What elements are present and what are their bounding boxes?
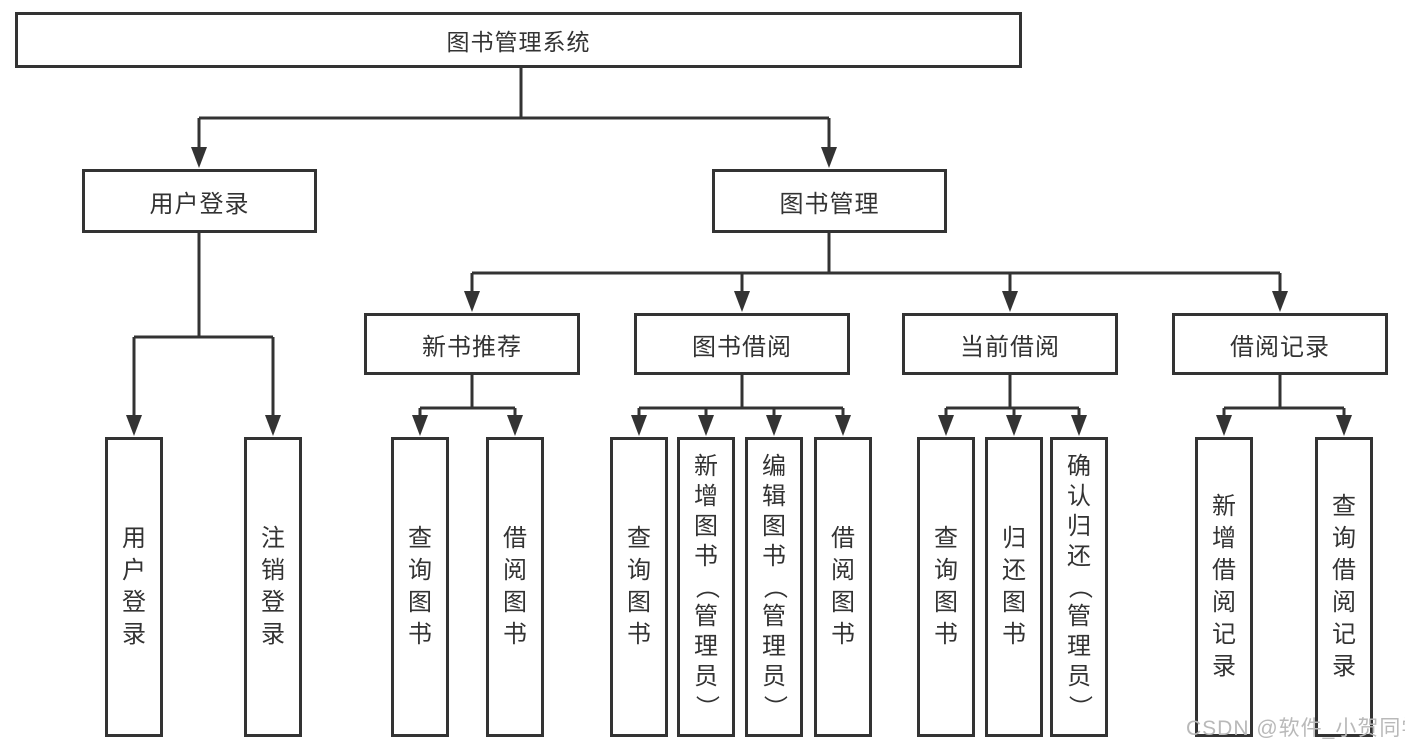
node-book-borrow: 图书借阅 [634,313,850,375]
node-borrow-records-label: 借阅记录 [1230,333,1330,361]
node-current-borrow: 当前借阅 [902,313,1118,375]
leaf-recommend-borrow-books: 借阅图书 [486,437,544,737]
leaf-logout-label: 注销登录 [261,525,285,648]
leaf-borrow-edit-books-admin-label: 编辑图书（管理员） [761,453,788,719]
leaf-user-login-label: 用户登录 [122,525,146,648]
leaf-user-login: 用户登录 [105,437,163,737]
leaf-records-query-record-label: 查询借阅记录 [1332,493,1356,680]
leaf-borrow-query-books: 查询图书 [610,437,668,737]
leaf-records-add-record: 新增借阅记录 [1195,437,1253,737]
leaf-borrow-edit-books-admin: 编辑图书（管理员） [745,437,803,737]
node-user-login-label: 用户登录 [149,190,250,218]
leaf-current-query-books-label: 查询图书 [934,525,958,648]
leaf-borrow-query-books-label: 查询图书 [627,525,651,648]
leaf-current-confirm-return-admin: 确认归还（管理员） [1050,437,1108,737]
node-book-management-label: 图书管理 [779,190,880,218]
node-current-borrow-label: 当前借阅 [960,333,1060,361]
node-root-label: 图书管理系统 [446,29,591,55]
leaf-current-confirm-return-admin-label: 确认归还（管理员） [1066,453,1093,719]
node-borrow-records: 借阅记录 [1172,313,1388,375]
leaf-current-return-books: 归还图书 [985,437,1043,737]
leaf-recommend-query-books: 查询图书 [391,437,449,737]
node-user-login: 用户登录 [82,169,317,233]
node-book-management: 图书管理 [712,169,947,233]
leaf-current-return-books-label: 归还图书 [1002,525,1026,648]
leaf-current-query-books: 查询图书 [917,437,975,737]
leaf-borrow-borrow-books: 借阅图书 [814,437,872,737]
leaf-logout: 注销登录 [244,437,302,737]
leaf-borrow-add-books-admin-label: 新增图书（管理员） [693,453,720,719]
csdn-watermark: CSDN @软件_小贺同学 [1186,717,1405,740]
node-book-borrow-label: 图书借阅 [692,333,792,361]
leaf-records-add-record-label: 新增借阅记录 [1212,493,1236,680]
node-root: 图书管理系统 [15,12,1022,68]
leaf-recommend-borrow-books-label: 借阅图书 [503,525,527,648]
leaf-recommend-query-books-label: 查询图书 [408,525,432,648]
node-new-book-recommend: 新书推荐 [364,313,580,375]
leaf-borrow-borrow-books-label: 借阅图书 [831,525,855,648]
node-new-book-recommend-label: 新书推荐 [422,333,522,361]
leaf-records-query-record: 查询借阅记录 [1315,437,1373,737]
leaf-borrow-add-books-admin: 新增图书（管理员） [677,437,735,737]
